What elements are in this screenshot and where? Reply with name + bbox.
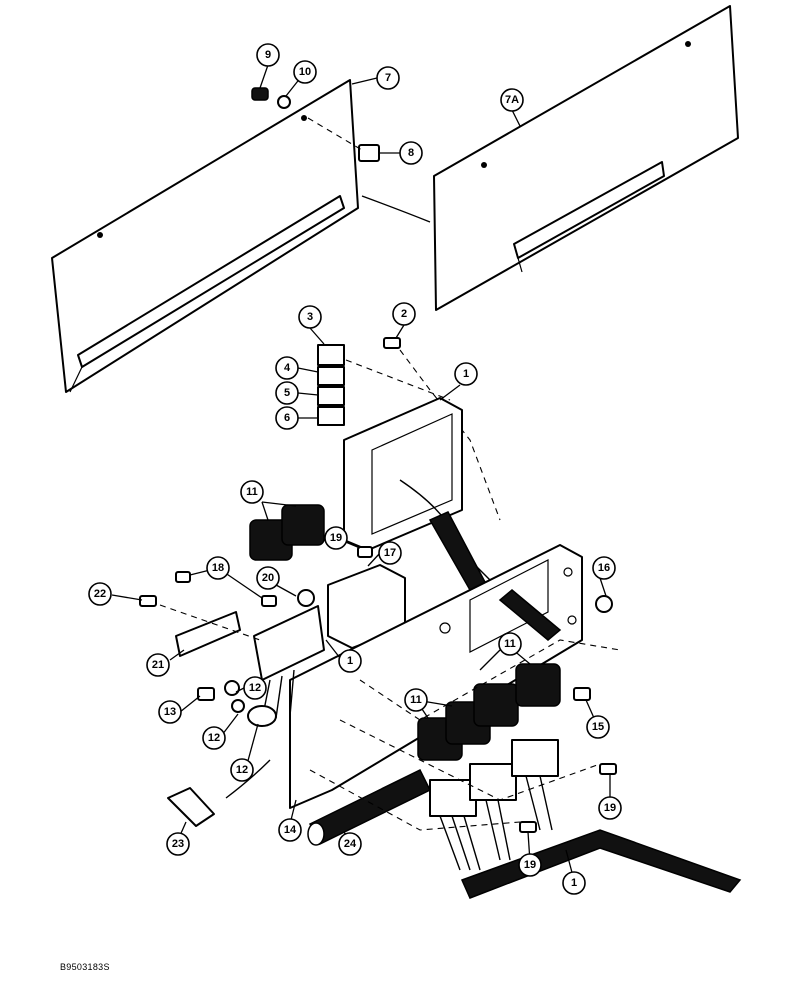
conduit-part xyxy=(307,768,432,846)
connector-21 xyxy=(175,611,241,657)
callout-11-lower: 11 xyxy=(404,688,428,712)
ground-terminal xyxy=(231,699,277,727)
screw-part xyxy=(261,595,277,607)
svg-text:21: 21 xyxy=(152,659,164,671)
svg-text:16: 16 xyxy=(598,562,610,574)
fuse-block xyxy=(317,344,345,426)
svg-text:11: 11 xyxy=(504,638,516,650)
nut-part xyxy=(224,680,240,696)
callout-19-bottom: 19 xyxy=(518,853,542,877)
screw-part xyxy=(139,595,157,607)
callout-1-mid: 1 xyxy=(338,649,362,673)
washer-part xyxy=(277,95,291,109)
clip-part xyxy=(358,144,380,162)
callout-7: 7 xyxy=(376,66,400,90)
cover-panel-left xyxy=(51,79,359,393)
callout-9: 9 xyxy=(256,43,280,67)
callout-1-top: 1 xyxy=(454,362,478,386)
svg-text:14: 14 xyxy=(284,824,297,836)
svg-text:6: 6 xyxy=(284,412,290,424)
svg-text:7A: 7A xyxy=(505,94,519,106)
screw-part xyxy=(383,337,401,349)
cover-panel-right xyxy=(433,5,739,311)
main-connector-housing xyxy=(343,397,491,591)
callout-15: 15 xyxy=(586,715,610,739)
callout-4: 4 xyxy=(275,356,299,380)
callout-19-right: 19 xyxy=(598,796,622,820)
relay-row-lower xyxy=(417,663,561,761)
relay-sockets xyxy=(429,739,559,817)
svg-text:7: 7 xyxy=(385,72,391,84)
screw-part xyxy=(599,763,617,775)
svg-text:17: 17 xyxy=(384,547,396,559)
relay-pair-upper xyxy=(249,504,325,561)
callout-3: 3 xyxy=(298,305,322,329)
svg-text:19: 19 xyxy=(330,532,342,544)
callout-12-top: 12 xyxy=(243,676,267,700)
svg-text:9: 9 xyxy=(265,49,271,61)
callout-12-low: 12 xyxy=(230,758,254,782)
svg-text:12: 12 xyxy=(208,732,220,744)
svg-text:8: 8 xyxy=(408,147,414,159)
screw-part xyxy=(197,687,215,701)
svg-text:19: 19 xyxy=(604,802,616,814)
screw-part xyxy=(251,87,269,101)
callout-13: 13 xyxy=(158,700,182,724)
svg-text:12: 12 xyxy=(236,764,248,776)
svg-text:23: 23 xyxy=(172,838,184,850)
screw-part xyxy=(357,546,373,558)
screw-part xyxy=(519,821,537,833)
svg-text:11: 11 xyxy=(246,486,258,498)
svg-text:13: 13 xyxy=(164,706,176,718)
screw-part xyxy=(175,571,191,583)
callout-19-upper: 19 xyxy=(324,526,348,550)
harness-bottom xyxy=(460,829,742,899)
svg-text:10: 10 xyxy=(299,66,311,78)
callout-2: 2 xyxy=(392,302,416,326)
callout-8: 8 xyxy=(399,141,423,165)
svg-text:12: 12 xyxy=(249,682,261,694)
figure-id-label: B9503183S xyxy=(60,962,110,972)
direction-arrow xyxy=(361,195,431,223)
callout-11-right: 11 xyxy=(498,632,522,656)
bolt-part xyxy=(167,787,215,827)
callout-20: 20 xyxy=(256,566,280,590)
callout-10: 10 xyxy=(293,60,317,84)
svg-text:15: 15 xyxy=(592,721,604,733)
callout-14: 14 xyxy=(278,818,302,842)
svg-text:24: 24 xyxy=(344,838,357,850)
nut-part xyxy=(595,595,613,613)
nut-part xyxy=(297,589,315,607)
svg-text:3: 3 xyxy=(307,311,313,323)
callout-24: 24 xyxy=(338,832,362,856)
callout-6: 6 xyxy=(275,406,299,430)
callout-7a: 7A xyxy=(500,88,524,112)
svg-text:19: 19 xyxy=(524,859,536,871)
svg-text:20: 20 xyxy=(262,572,274,584)
callout-11-upper: 11 xyxy=(240,480,264,504)
svg-text:1: 1 xyxy=(571,877,577,889)
callout-16: 16 xyxy=(592,556,616,580)
svg-text:4: 4 xyxy=(284,362,291,374)
svg-text:22: 22 xyxy=(94,588,106,600)
callout-18: 18 xyxy=(206,556,230,580)
callout-5: 5 xyxy=(275,381,299,405)
callout-22: 22 xyxy=(88,582,112,606)
mounting-plate xyxy=(289,544,583,809)
callout-21: 21 xyxy=(146,653,170,677)
callout-12-mid: 12 xyxy=(202,726,226,750)
screw-part xyxy=(573,687,591,701)
svg-text:5: 5 xyxy=(284,387,290,399)
svg-text:11: 11 xyxy=(410,694,422,706)
svg-text:2: 2 xyxy=(401,308,407,320)
svg-text:1: 1 xyxy=(463,368,469,380)
svg-text:1: 1 xyxy=(347,655,353,667)
callout-1-bottom: 1 xyxy=(562,871,586,895)
callout-23: 23 xyxy=(166,832,190,856)
svg-text:18: 18 xyxy=(212,562,224,574)
callout-17: 17 xyxy=(378,541,402,565)
